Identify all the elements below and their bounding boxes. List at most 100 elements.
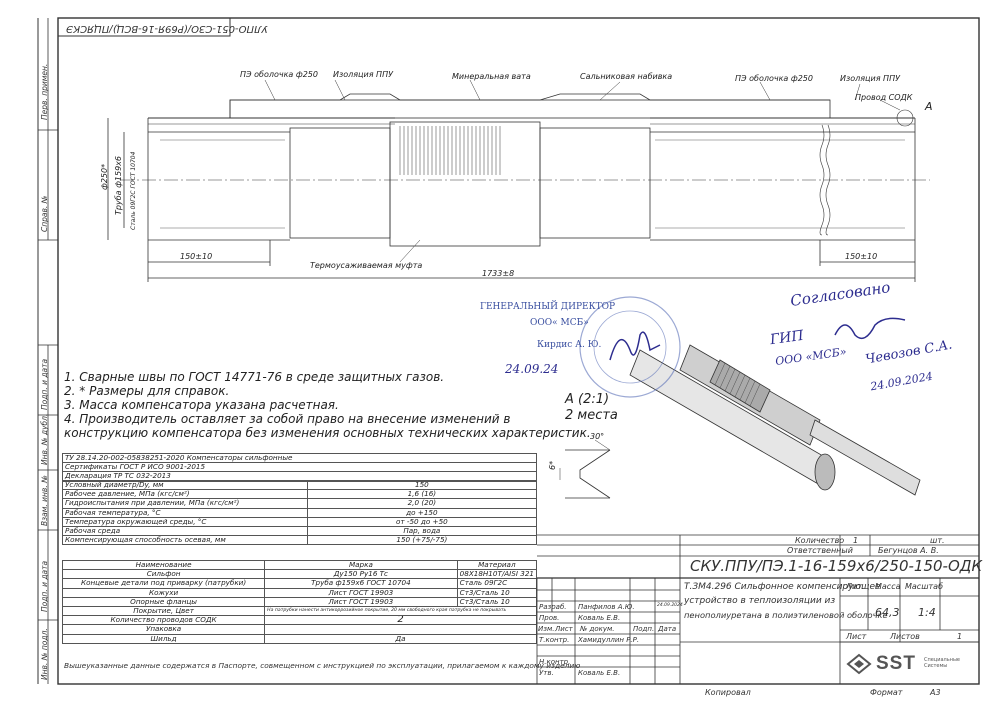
comp-material: Ст3/Сталь 10 bbox=[456, 587, 538, 598]
label-mineral-wool: Минеральная вата bbox=[452, 72, 531, 81]
param-value: 150 (+75/-75) bbox=[306, 535, 538, 546]
director-line-2: ООО« МСБ» bbox=[530, 318, 589, 328]
qty-value: 1 bbox=[853, 536, 859, 545]
comp-mark: 2 bbox=[264, 615, 537, 626]
copied-label: Копировал bbox=[705, 688, 751, 697]
detail-a-angle: 30° bbox=[590, 432, 605, 441]
footnote: Вышеуказанные данные содержатся в Паспор… bbox=[64, 661, 581, 670]
comp-mark: Да bbox=[264, 633, 537, 644]
label-ppu-left: Изоляция ППУ bbox=[333, 70, 393, 79]
dim-left-150: 150±10 bbox=[180, 252, 213, 261]
table-header-row: Наименование Марка Материал bbox=[61, 559, 538, 571]
label-gland-packing: Сальниковая набивка bbox=[580, 72, 673, 81]
company-seal bbox=[579, 296, 681, 398]
sheets-label: Листов bbox=[890, 632, 920, 641]
rev-header-date: Дата bbox=[658, 625, 677, 633]
role-label: Т.контр. bbox=[539, 636, 570, 644]
comp-name: Опорные фланцы bbox=[61, 596, 266, 607]
designation: СКУ.ППУ/ПЭ.1-16-159х6/250-150-ОДК bbox=[690, 557, 983, 575]
sheets-value: 1 bbox=[957, 632, 963, 641]
resp-value: Бегунцов А. В. bbox=[878, 546, 939, 555]
sst-logo-mark bbox=[846, 653, 872, 675]
label-heat-shrink: Термоусаживаемая муфта bbox=[310, 261, 423, 270]
comp-mark bbox=[264, 624, 537, 635]
table-row: Концевые детали под приварку (патрубки)Т… bbox=[61, 578, 538, 589]
rev-header-izm: Изм. bbox=[538, 625, 555, 633]
expansion-joint-drawing bbox=[107, 79, 930, 282]
rev-header-doc: № докум. bbox=[580, 625, 615, 633]
comp-name: Покрытие, Цвет bbox=[61, 605, 266, 617]
expansion-joint-3d-view bbox=[629, 344, 921, 496]
col-header-name: Наименование bbox=[61, 559, 266, 571]
comp-material: 08Х18Н10Т/AISI 321 bbox=[456, 569, 538, 580]
qty-label: Количество bbox=[795, 536, 845, 545]
role-label: Пров. bbox=[539, 614, 560, 622]
format-label: Формат bbox=[870, 688, 903, 697]
mass-value: 64,3 bbox=[875, 606, 900, 619]
format-value: А3 bbox=[930, 688, 941, 697]
resp-label: Ответственный bbox=[787, 546, 853, 555]
col-scale: Масштаб bbox=[905, 582, 944, 591]
comp-name: Шильд bbox=[61, 633, 266, 644]
col-header-material: Материал bbox=[456, 559, 538, 571]
note-4: 4. Производитель оставляет за собой прав… bbox=[64, 412, 511, 426]
sst-logo: SST Специальные Системы bbox=[846, 648, 974, 680]
comp-name: Количество проводов СОДК bbox=[61, 615, 266, 626]
director-signature bbox=[609, 331, 661, 361]
role-label: Н.контр. bbox=[539, 658, 571, 666]
detail-a-count: 2 места bbox=[565, 408, 618, 423]
sheet-label: Лист bbox=[846, 632, 867, 641]
dim-total-length: 1733±8 bbox=[482, 269, 515, 278]
director-line-3: Кирдис А. Ю. bbox=[537, 340, 602, 350]
spec-header-table: ТУ 28.14.20-002-05838251-2020 Компенсато… bbox=[62, 452, 537, 482]
dim-right-150: 150±10 bbox=[845, 252, 878, 261]
col-mass: Масса bbox=[875, 582, 901, 591]
role-name: Коваль Е.В. bbox=[578, 669, 621, 677]
product-name-1: Т.ЗМ4.296 Сильфонное компенсирующее bbox=[684, 582, 881, 592]
label-ppu-right: Изоляция ППУ bbox=[840, 74, 900, 83]
director-date: 24.09.24 bbox=[505, 362, 559, 376]
comp-material: Ст3/Сталь 10 bbox=[456, 596, 538, 607]
detail-a-title: А (2:1) bbox=[565, 392, 610, 407]
role-name: Хамидуллин Р.Р. bbox=[578, 636, 640, 644]
note-2: 2. * Размеры для справок. bbox=[64, 384, 230, 398]
note-4-cont: конструкцию компенсатора без изменения о… bbox=[64, 426, 591, 440]
param-value: до +150 bbox=[306, 507, 538, 518]
director-line-1: ГЕНЕРАЛЬНЫЙ ДИРЕКТОР bbox=[480, 302, 615, 312]
label-pe-shell-left: ПЭ оболочка ф250 bbox=[240, 70, 318, 79]
comp-name: Упаковка bbox=[61, 624, 266, 635]
role-name: Панфилов А.Ю. bbox=[578, 603, 635, 611]
scale-value: 1:4 bbox=[918, 606, 936, 619]
product-name-2: устройство в теплоизоляции из bbox=[684, 596, 836, 606]
param-value: от -50 до +50 bbox=[306, 516, 538, 527]
label-pe-shell-right: ПЭ оболочка ф250 bbox=[735, 74, 813, 83]
logo-text: SST bbox=[876, 653, 916, 674]
product-name-3: пенополиуретана в полиэтиленовой оболочк… bbox=[684, 610, 888, 620]
role-date: 24.09.2024 bbox=[657, 603, 683, 608]
detail-a-sketch bbox=[559, 439, 611, 499]
note-3: 3. Масса компенсатора указана расчетная. bbox=[64, 398, 339, 412]
logo-subtext: Специальные Системы bbox=[924, 657, 960, 669]
rev-header-sign: Подп. bbox=[633, 625, 655, 633]
comp-mark: На патрубки нанести антикоррозийное покр… bbox=[264, 605, 537, 617]
comp-name: Сильфон bbox=[61, 569, 266, 580]
comp-name: Концевые детали под приварку (патрубки) bbox=[61, 578, 266, 589]
param-value: Пар, вода bbox=[306, 525, 538, 537]
role-label: Утв. bbox=[539, 669, 554, 677]
label-sodk-wire: Провод СОДК bbox=[855, 93, 913, 102]
qty-unit: шт. bbox=[930, 536, 945, 545]
note-1: 1. Сварные швы по ГОСТ 14771-76 в среде … bbox=[64, 370, 445, 384]
